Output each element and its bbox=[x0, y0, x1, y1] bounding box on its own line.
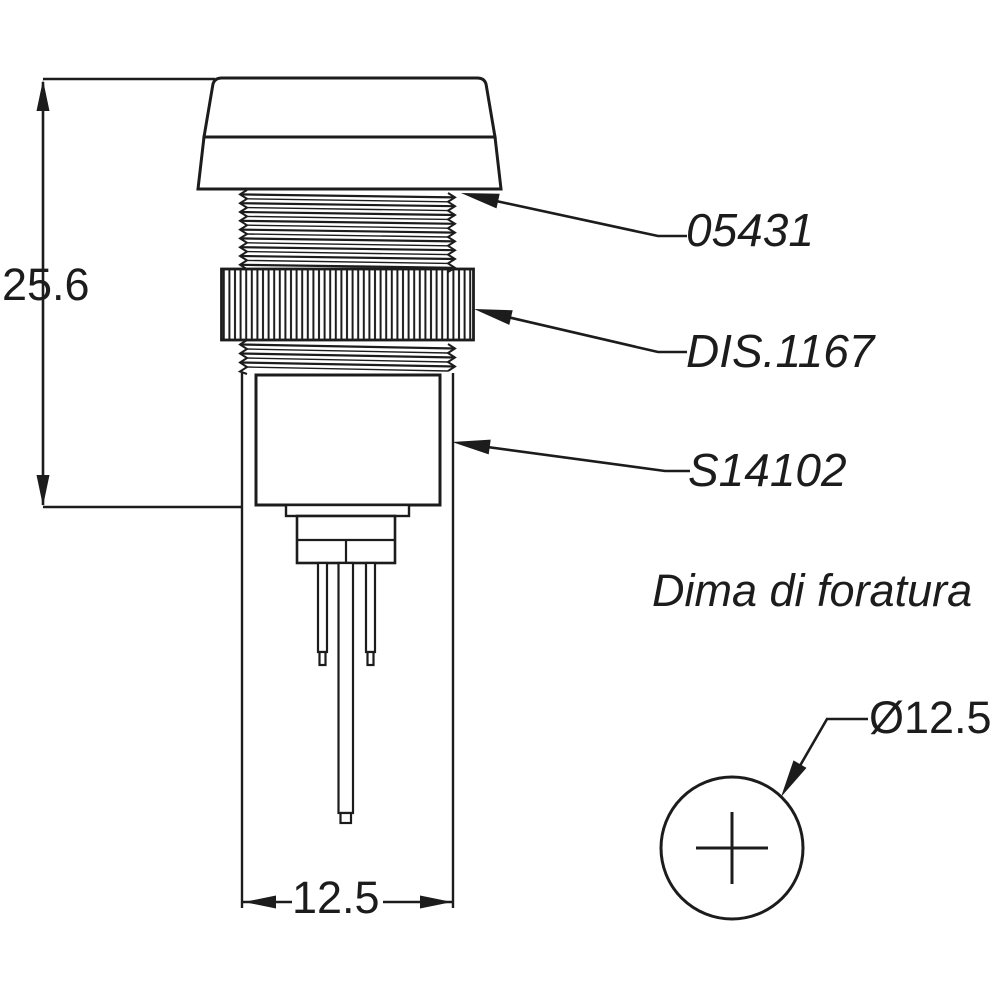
pin-left bbox=[316, 561, 329, 654]
dimension-arrow-up-icon bbox=[36, 80, 50, 111]
terminal-block-dividers bbox=[297, 538, 395, 563]
thread-upper-root-lines bbox=[246, 198, 449, 265]
dimension-arrow-left-icon bbox=[244, 895, 276, 909]
pin-center-tip bbox=[339, 811, 353, 825]
lens-cap bbox=[202, 76, 497, 139]
thread-lower-left-edge bbox=[237, 339, 249, 375]
thread-upper bbox=[238, 189, 457, 273]
pin-left-tip bbox=[318, 650, 327, 667]
leader-lens-arrow-icon bbox=[461, 193, 500, 209]
width-dimension-text: 12.5 bbox=[292, 872, 380, 923]
leader-hole-arrow-icon bbox=[781, 760, 807, 797]
height-dimension-text: 25.6 bbox=[2, 259, 90, 310]
lens-cap-flange bbox=[196, 135, 503, 191]
dimension-arrow-right-icon bbox=[420, 895, 452, 909]
knurled-ring-nut bbox=[220, 267, 475, 342]
dimension-arrow-down-icon bbox=[36, 475, 50, 506]
pin-center bbox=[337, 561, 355, 815]
part-number-ring: DIS.1167 bbox=[686, 325, 875, 377]
solder-pins bbox=[316, 561, 377, 825]
leader-body bbox=[464, 442, 690, 473]
lamp-body bbox=[254, 373, 442, 507]
leader-body-arrow-icon bbox=[452, 439, 491, 455]
thread-upper-right-edge bbox=[446, 192, 457, 273]
thread-lower-helix-lines bbox=[239, 343, 456, 368]
thread-lower bbox=[237, 339, 457, 375]
thread-upper-helix-lines bbox=[239, 193, 456, 269]
leader-ring bbox=[485, 310, 687, 354]
crosshair-icon bbox=[696, 812, 768, 884]
part-number-lens: 05431 bbox=[686, 204, 814, 256]
width-ext-lines bbox=[240, 373, 455, 908]
thread-lower-root-lines bbox=[246, 348, 449, 372]
leader-lens bbox=[472, 194, 687, 238]
leader-hole bbox=[788, 717, 868, 784]
pin-right-tip bbox=[366, 650, 375, 667]
drill-template-title: Dima di foratura bbox=[652, 565, 973, 616]
hole-diameter-text: Ø12.5 bbox=[869, 692, 992, 743]
pin-right bbox=[364, 561, 377, 654]
thread-lower-right-edge bbox=[446, 343, 457, 372]
height-dimension bbox=[41, 77, 242, 509]
leader-ring-arrow-icon bbox=[474, 309, 513, 325]
thread-upper-left-edge bbox=[238, 189, 249, 271]
part-number-body: S14102 bbox=[688, 444, 847, 496]
body-collar bbox=[284, 503, 411, 518]
